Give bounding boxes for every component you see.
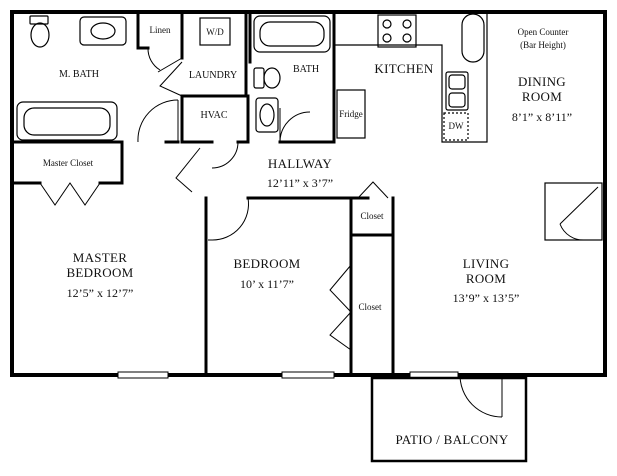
label-closet-mid: Closet xyxy=(358,302,382,312)
label-living-room: ROOM xyxy=(466,271,506,286)
label-dining: DINING xyxy=(518,74,566,89)
label-hvac: HVAC xyxy=(200,110,227,121)
label-fridge: Fridge xyxy=(339,109,363,119)
room-labels: M. BATH Linen W/D LAUNDRY BATH KITCHEN O… xyxy=(43,25,572,447)
interior-walls xyxy=(10,10,395,377)
label-master-dim: 12’5” x 12’7” xyxy=(67,286,134,300)
fixtures xyxy=(16,12,488,143)
label-closet-top: Closet xyxy=(360,211,384,221)
label-open-counter: Open Counter xyxy=(518,27,569,37)
label-kitchen: KITCHEN xyxy=(374,61,433,76)
label-master-closet: Master Closet xyxy=(43,158,94,168)
label-living: LIVING xyxy=(463,256,510,271)
label-bedroom-dim: 10’ x 11’7” xyxy=(240,277,294,291)
label-hallway: HALLWAY xyxy=(268,156,333,171)
window-bedroom xyxy=(281,371,335,379)
patio-outline xyxy=(370,376,528,463)
label-wd: W/D xyxy=(206,27,224,37)
label-m-bath: M. BATH xyxy=(59,69,99,80)
label-living-dim: 13’9” x 13’5” xyxy=(453,291,520,305)
label-linen: Linen xyxy=(150,25,171,35)
label-dining-dim: 8’1” x 8’11” xyxy=(512,110,572,124)
label-master: MASTER xyxy=(73,250,128,265)
exterior-walls xyxy=(10,10,607,377)
label-bath: BATH xyxy=(293,64,319,75)
label-dw: DW xyxy=(449,121,464,131)
label-laundry: LAUNDRY xyxy=(189,70,237,81)
label-dining-room: ROOM xyxy=(522,89,562,104)
label-bar-height: (Bar Height) xyxy=(520,40,566,50)
doors xyxy=(39,47,603,418)
label-master-bedroom: BEDROOM xyxy=(66,265,133,280)
label-hallway-dim: 12’11” x 3’7” xyxy=(267,176,333,190)
label-patio: PATIO / BALCONY xyxy=(395,432,508,447)
label-bedroom: BEDROOM xyxy=(233,256,300,271)
window-master xyxy=(117,371,169,379)
